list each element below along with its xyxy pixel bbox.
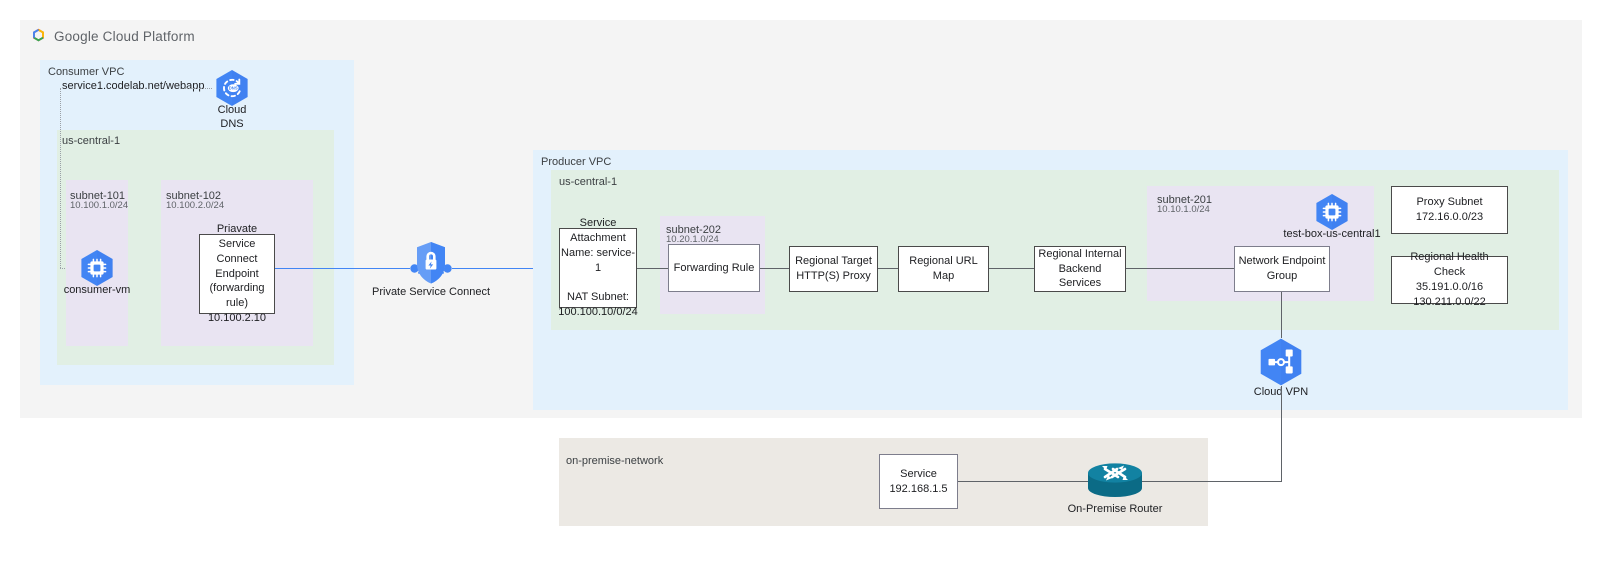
- link-vpn-down: [1281, 386, 1283, 482]
- on-premise-service-line2: 192.168.1.5: [889, 482, 948, 495]
- producer-vpc-label: Producer VPC: [541, 156, 612, 168]
- service-attachment-line5: 100.100.10/0/24: [558, 306, 638, 319]
- subnet-202-name: subnet-202: [666, 224, 722, 236]
- proxy-subnet-line2: 172.16.0.0/23: [1415, 211, 1484, 223]
- subnet-102-name: subnet-102: [166, 190, 222, 202]
- service-attachment-line3: Name: service-1: [561, 246, 635, 274]
- regional-backend-services-node[interactable]: Regional Internal Backend Services: [1034, 246, 1126, 292]
- service-attachment-line2: Attachment: [570, 231, 626, 244]
- cloud-vpn-caption: Cloud VPN: [1253, 386, 1309, 398]
- compute-engine-icon: [77, 248, 117, 288]
- forwarding-rule-label: Forwarding Rule: [673, 261, 755, 274]
- consumer-vm-caption: consumer-vm: [63, 284, 131, 296]
- target-proxy-line1: Regional Target: [795, 255, 872, 268]
- service-attachment-line4: NAT Subnet:: [567, 291, 629, 304]
- subnet-101-cidr: 10.100.1.0/24: [70, 200, 129, 211]
- link-forwarding-rule-to-proxy: [760, 268, 790, 270]
- svg-text:DNS: DNS: [229, 86, 238, 91]
- cloud-dns-caption-line1: Cloud: [217, 104, 247, 116]
- regional-url-map-node[interactable]: Regional URL Map: [898, 246, 989, 292]
- cloud-vpn-icon: [1255, 336, 1307, 388]
- psc-endpoint-line1: Priavate Service: [216, 223, 258, 250]
- link-url-map-to-backend: [989, 268, 1034, 270]
- subnet-101-name: subnet-101: [70, 190, 126, 202]
- link-service-to-router: [958, 481, 1088, 483]
- psc-endpoint-node[interactable]: Priavate Service Connect Endpoint (forwa…: [199, 223, 275, 324]
- health-check-line1: Regional Health Check: [1410, 251, 1489, 279]
- subnet-202-cidr: 10.20.1.0/24: [666, 234, 719, 245]
- consumer-vpc-label: Consumer VPC: [48, 66, 125, 78]
- subnet-201-name: subnet-201: [1157, 194, 1213, 206]
- on-premise-router-caption: On-Premise Router: [1067, 503, 1163, 515]
- dns-dotted-link-horizontal: [184, 88, 212, 89]
- service-attachment-line1: Service: [579, 217, 617, 230]
- on-premise-service-line1: Service: [900, 467, 937, 480]
- health-check-line2: 35.191.0.0/16: [1415, 281, 1484, 293]
- psc-endpoint-line2: Connect Endpoint: [215, 252, 259, 280]
- gcp-logo-header: Google Cloud Platform: [30, 28, 195, 45]
- cloud-dns-icon: DNS: [212, 68, 252, 108]
- consumer-region-label: us-central-1: [62, 135, 121, 147]
- link-vpn-to-router: [1141, 481, 1282, 483]
- link-backend-to-neg: [1126, 268, 1235, 270]
- compute-engine-icon: [1312, 192, 1352, 232]
- forwarding-rule-node[interactable]: Forwarding Rule: [668, 244, 760, 292]
- on-premise-service-node[interactable]: Service 192.168.1.5: [879, 454, 958, 509]
- link-neg-to-vpn: [1281, 292, 1283, 338]
- network-endpoint-group-node[interactable]: Network Endpoint Group: [1234, 246, 1330, 292]
- producer-region-label: us-central-1: [559, 176, 618, 188]
- test-box-caption: test-box-us-central1: [1283, 228, 1381, 240]
- on-premise-network-label: on-premise-network: [566, 455, 664, 467]
- health-check-line3: 130.211.0.0/22: [1413, 295, 1486, 308]
- psc-endpoint-line3: (forwarding rule): [209, 282, 265, 310]
- cloud-dns-caption: Cloud DNS: [192, 104, 272, 132]
- psc-link-left: [275, 268, 410, 270]
- cloud-dns-caption-line2: DNS: [220, 117, 244, 130]
- dns-record-label: service1.codelab.net/webapp: [62, 80, 205, 92]
- link-attachment-to-forwarding-rule: [637, 268, 668, 270]
- proxy-subnet-node[interactable]: Proxy Subnet 172.16.0.0/23: [1391, 186, 1508, 234]
- subnet-102-cidr: 10.100.2.0/24: [166, 200, 225, 211]
- neg-line2: Group: [1266, 270, 1298, 282]
- psc-endpoint-line4: 10.100.2.10: [207, 312, 267, 325]
- backend-services-line1: Regional Internal: [1038, 247, 1122, 260]
- subnet-201-cidr: 10.10.1.0/24: [1157, 204, 1210, 215]
- neg-line1: Network Endpoint: [1238, 255, 1326, 268]
- google-cloud-platform-logo-icon: [30, 28, 47, 45]
- proxy-subnet-line1: Proxy Subnet: [1416, 196, 1483, 209]
- backend-services-line2: Backend Services: [1058, 262, 1102, 290]
- service-attachment-node[interactable]: Service Attachment Name: service-1 NAT S…: [558, 217, 638, 318]
- gcp-logo-text: Google Cloud Platform: [54, 29, 195, 44]
- link-proxy-to-url-map: [878, 268, 898, 270]
- regional-health-check-node[interactable]: Regional Health Check 35.191.0.0/16 130.…: [1391, 251, 1508, 308]
- dns-dotted-link-vertical: [60, 88, 61, 268]
- on-premise-router-icon: [1085, 460, 1145, 502]
- target-proxy-line2: HTTP(S) Proxy: [796, 270, 871, 282]
- url-map-label: Regional URL Map: [909, 255, 978, 282]
- psc-link-right: [452, 268, 559, 270]
- private-service-connect-icon: [410, 240, 452, 296]
- regional-target-proxy-node[interactable]: Regional Target HTTP(S) Proxy: [789, 246, 878, 292]
- private-service-connect-caption: Private Service Connect: [372, 286, 490, 298]
